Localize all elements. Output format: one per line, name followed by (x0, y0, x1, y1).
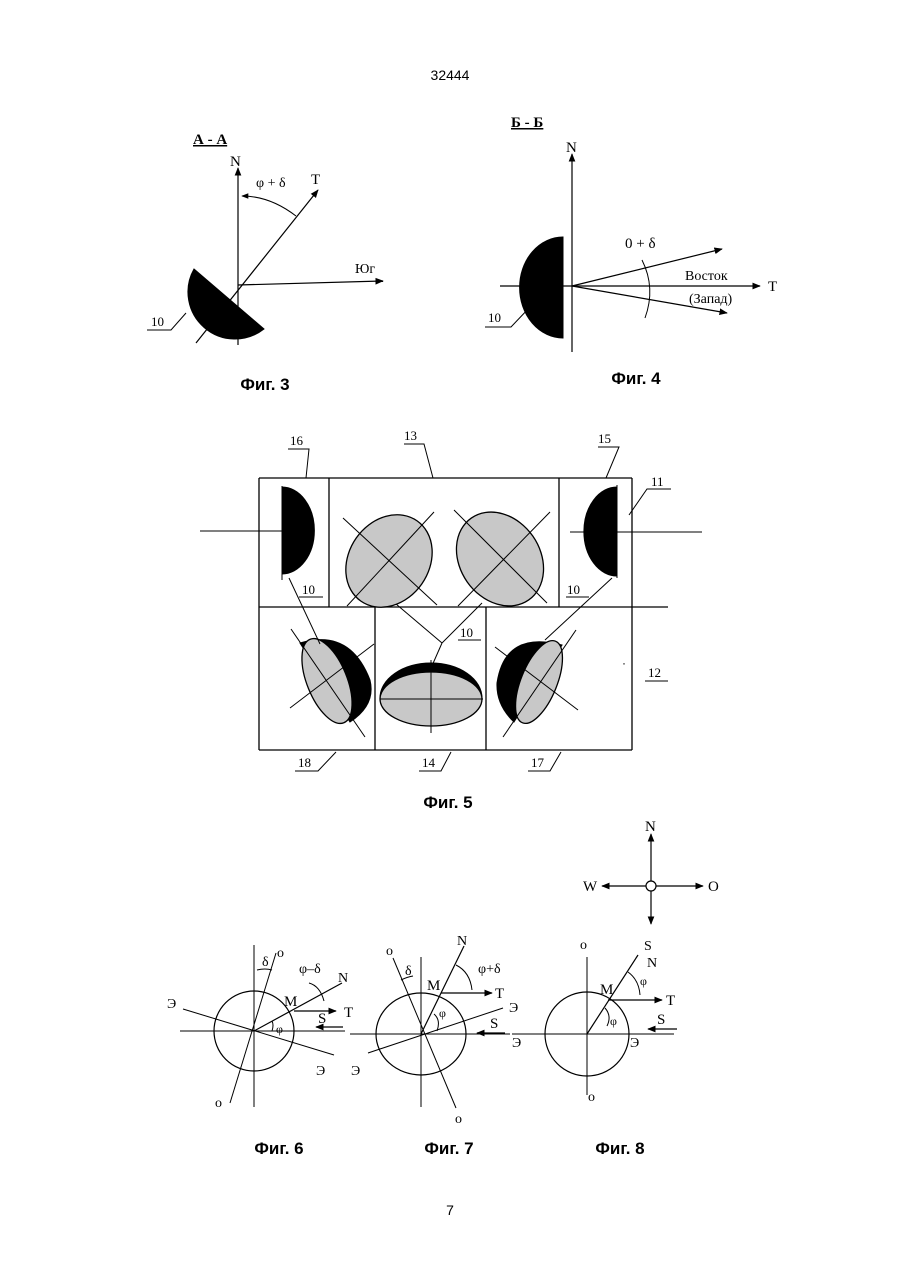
fig7-angle: φ+δ (478, 962, 501, 977)
fig3-south-label: Юг (355, 262, 375, 277)
fig5-ref-13: 13 (404, 428, 417, 443)
fig7-delta: δ (405, 964, 412, 979)
fig4-north-label: N (566, 140, 577, 156)
compass-west-label: W (583, 879, 598, 895)
fig6-phi: φ (276, 1022, 283, 1036)
compass-east-label: O (708, 879, 719, 895)
figure-7: о δ N φ+δ M T Э φ S Э о Фиг. 7 (350, 934, 518, 1158)
svg-text:·: · (622, 656, 626, 670)
fig4-target-label: T (768, 279, 777, 295)
figure-5: 16 13 15 11 10 10 10 · 12 18 14 17 Фиг. … (200, 428, 702, 812)
fig5-hemisphere-left (282, 487, 314, 574)
fig6-target: T (344, 1005, 353, 1021)
fig8-o-bottom: о (588, 1090, 595, 1105)
header-page-number: 32444 (431, 67, 470, 83)
fig6-s: S (318, 1011, 326, 1027)
fig7-caption: Фиг. 7 (424, 1139, 473, 1158)
fig8-phi: φ (610, 1014, 617, 1028)
section-label-b-b: Б - Б (511, 115, 543, 131)
fig5-ellipse-top-right (439, 495, 562, 623)
fig5-ref-10-center: 10 (460, 625, 473, 640)
fig6-o-top: о (277, 946, 284, 961)
figure-3: А - А N φ + δ T Юг 10 Фиг. 3 (147, 132, 383, 394)
fig6-e-left: Э (167, 997, 176, 1012)
fig8-phi-top: φ (640, 974, 647, 988)
fig6-m: M (284, 994, 297, 1010)
fig5-ref-11: 11 (651, 474, 664, 489)
figure-4: Б - Б N 0 + δ Восток (Запад) T 10 Фиг. 4 (485, 115, 777, 388)
footer-page-number: 7 (446, 1202, 454, 1218)
fig5-ref-16: 16 (290, 433, 304, 448)
fig6-delta: δ (262, 955, 269, 970)
fig5-ref-10-left: 10 (302, 582, 315, 597)
fig5-hemisphere-right (584, 487, 617, 576)
fig8-s-top: S (644, 939, 652, 954)
fig5-caption: Фиг. 5 (423, 793, 472, 812)
fig5-ref-17: 17 (531, 755, 545, 770)
fig6-angle: φ–δ (299, 962, 321, 977)
fig8-north: N (647, 956, 657, 971)
fig4-hemisphere (520, 237, 563, 338)
fig7-e-left: Э (351, 1064, 360, 1079)
fig6-o-bottom: о (215, 1096, 222, 1111)
fig7-s: S (490, 1016, 498, 1032)
fig5-ref-14: 14 (422, 755, 436, 770)
fig3-angle-label: φ + δ (256, 176, 286, 191)
fig4-angle-label: 0 + δ (625, 236, 656, 252)
fig8-caption: Фиг. 8 (595, 1139, 644, 1158)
fig4-east-label: Восток (685, 269, 728, 284)
fig3-target-label: T (311, 172, 320, 188)
fig5-ref-18: 18 (298, 755, 311, 770)
fig8-e-right: Э (630, 1036, 639, 1051)
fig4-ref-10: 10 (488, 310, 501, 325)
figure-8: о S N φ M T φ S Э Э о Фиг. 8 (512, 938, 677, 1158)
fig7-o-top: о (386, 944, 393, 959)
fig8-m: M (600, 982, 613, 998)
fig4-west-label: (Запад) (689, 292, 733, 307)
compass-rose: N W O (583, 819, 719, 924)
fig7-phi: φ (439, 1006, 446, 1020)
fig3-hemisphere (188, 269, 264, 339)
fig5-ref-12: 12 (648, 665, 661, 680)
fig5-ref-10-right: 10 (567, 582, 580, 597)
fig6-caption: Фиг. 6 (254, 1139, 303, 1158)
fig7-o-bottom: о (455, 1112, 462, 1127)
section-label-a-a: А - А (193, 132, 227, 148)
fig7-north: N (457, 934, 467, 949)
fig7-m: M (427, 978, 440, 994)
figure-6: δ о φ–δ N Э M T S φ Э о Фиг. 6 (167, 945, 353, 1158)
fig6-north: N (338, 971, 348, 986)
fig6-e-right: Э (316, 1064, 325, 1079)
fig8-target: T (666, 993, 675, 1009)
fig5-ref-15: 15 (598, 431, 611, 446)
fig3-north-label: N (230, 154, 241, 170)
fig3-ref-10: 10 (151, 314, 164, 329)
fig7-e-right: Э (509, 1001, 518, 1016)
fig4-caption: Фиг. 4 (611, 369, 661, 388)
fig3-caption: Фиг. 3 (240, 375, 289, 394)
fig8-e-left: Э (512, 1036, 521, 1051)
compass-north-label: N (645, 819, 656, 835)
fig8-o-top: о (580, 938, 587, 953)
fig7-target: T (495, 986, 504, 1002)
fig8-s: S (657, 1012, 665, 1028)
